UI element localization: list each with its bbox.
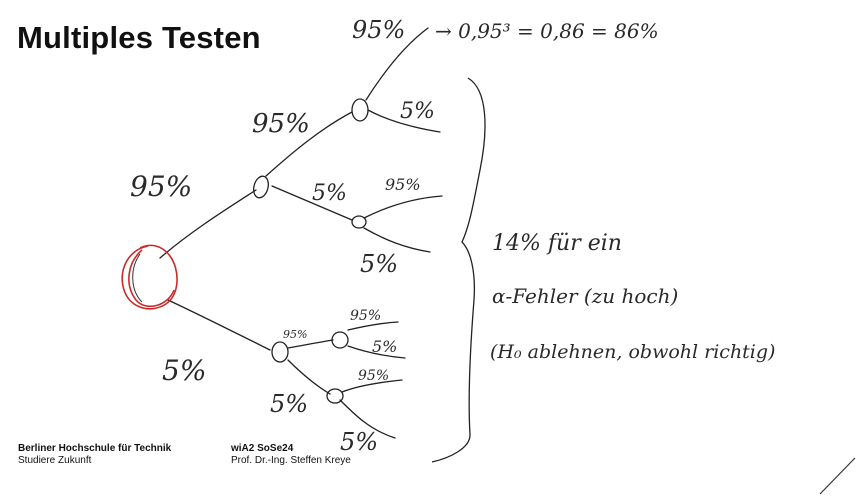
node-top — [351, 98, 369, 122]
node-mid — [351, 215, 367, 229]
node-upper — [253, 175, 269, 199]
branch-ll-95 — [341, 379, 403, 393]
label-mid-95: 95% — [385, 175, 421, 194]
footer-course-block: wiA2 SoSe24 Prof. Dr.-Ing. Steffen Kreye — [231, 443, 351, 467]
right-bracket — [431, 77, 486, 463]
label-mid-5: 5% — [312, 181, 347, 206]
footer-author: Prof. Dr.-Ing. Steffen Kreye — [231, 455, 351, 466]
label-upper-95: 95% — [252, 109, 310, 139]
branch-root-upper — [159, 189, 257, 259]
label-top-formula: → 0,95³ = 0,86 = 86% — [435, 19, 659, 43]
branch-upper-lower — [271, 185, 353, 221]
branch-root-lower — [167, 299, 271, 351]
branch-lu-95 — [347, 321, 399, 331]
label-top-95: 95% — [352, 16, 405, 44]
branch-mid-95 — [363, 195, 443, 219]
label-lower-95: 95% — [283, 328, 307, 341]
label-lower-5: 5% — [270, 390, 308, 418]
footer-institution-block: Berliner Hochschule für Technik Studiere… — [18, 443, 171, 467]
branch-top-5 — [367, 109, 441, 133]
tree-nodes — [253, 98, 369, 404]
branch-lower-lower — [287, 359, 331, 395]
label-top-5: 5% — [400, 99, 435, 124]
root-circle — [121, 244, 178, 310]
note-line-3: (H₀ ablehnen, obwohl richtig) — [490, 341, 775, 363]
label-mid-bottom-5: 5% — [360, 250, 398, 278]
label-lower-root-5: 5% — [162, 354, 206, 387]
branch-mid-5 — [363, 227, 431, 253]
slide-title: Multiples Testen — [17, 20, 261, 55]
branch-ll-5 — [339, 399, 396, 439]
footer-slogan: Studiere Zukunft — [18, 455, 92, 466]
corner-stroke — [819, 457, 856, 495]
footer-course: wiA2 SoSe24 — [231, 443, 294, 454]
node-lower — [271, 341, 289, 363]
footer-institution: Berliner Hochschule für Technik — [18, 443, 172, 454]
tree-branches — [159, 27, 443, 439]
root-circle-inner — [132, 253, 143, 303]
note-line-2: α-Fehler (zu hoch) — [492, 284, 678, 308]
label-lower-upper-95: 95% — [350, 308, 381, 324]
branch-top — [365, 27, 429, 101]
label-root-95: 95% — [130, 170, 192, 203]
node-lower-lower — [326, 388, 344, 404]
handwritten-labels: 95% → 0,95³ = 0,86 = 86% 95% 5% 95% 5% 9… — [130, 16, 775, 456]
label-lower-lower-95: 95% — [358, 368, 389, 384]
branch-lu-5 — [347, 345, 406, 359]
label-lower-upper-5: 5% — [372, 337, 397, 356]
label-lower-bottom-5: 5% — [340, 428, 378, 456]
branch-lower-upper — [287, 339, 334, 349]
note-line-1: 14% für ein — [492, 231, 622, 256]
node-lower-upper — [331, 331, 349, 349]
branch-upper-upper — [265, 111, 353, 177]
